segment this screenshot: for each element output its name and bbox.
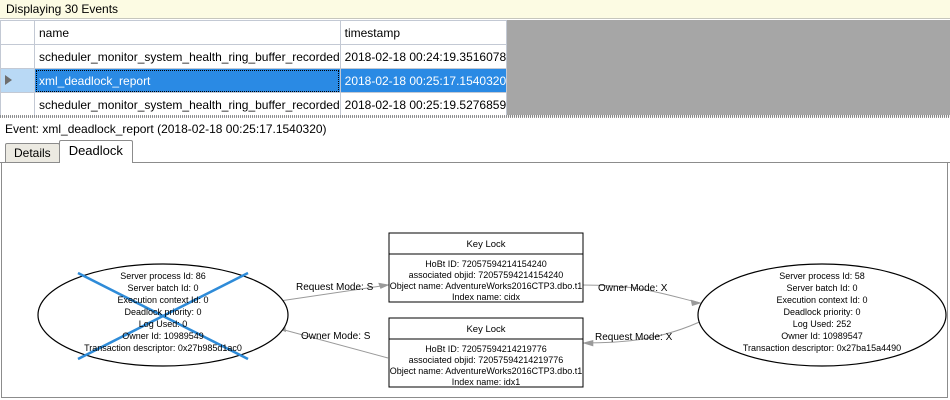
resource-node-key-lock-top[interactable]: Key Lock HoBt ID: 72057594214154240 asso… (388, 232, 584, 303)
winner-line-6: Transaction descriptor: 0x27ba15a4490 (743, 343, 901, 353)
events-count-label: Displaying 30 Events (6, 2, 119, 16)
tab-deadlock[interactable]: Deadlock (58, 140, 133, 163)
grid-header-rowselector (0, 20, 35, 45)
edge-winner-owner-top (581, 284, 702, 307)
resource-node-key-lock-bottom[interactable]: Key Lock HoBt ID: 72057594214219776 asso… (388, 317, 584, 388)
victim-line-4: Log Used: 0 (139, 319, 188, 329)
cell-timestamp[interactable]: 2018-02-18 00:25:19.5276859 (339, 92, 508, 117)
victim-line-0: Server process Id: 86 (120, 271, 206, 281)
winner-line-3: Deadlock priority: 0 (783, 307, 860, 317)
cell-name[interactable]: scheduler_monitor_system_health_ring_buf… (34, 44, 341, 69)
resource-bottom-line-1: associated objid: 72057594214219776 (409, 355, 564, 365)
cell-name[interactable]: scheduler_monitor_system_health_ring_buf… (34, 92, 341, 117)
winner-line-5: Owner Id: 10989547 (781, 331, 863, 341)
process-node-winner[interactable]: Server process Id: 58 Server batch Id: 0… (697, 263, 947, 367)
edge-label-winner-request-bottom: Request Mode: X (595, 332, 673, 343)
victim-line-2: Execution context Id: 0 (117, 295, 208, 305)
edge-winner-request-bottom (582, 318, 707, 347)
resource-bottom-line-0: HoBt ID: 72057594214219776 (425, 344, 547, 354)
table-row[interactable]: scheduler_monitor_system_health_ring_buf… (0, 44, 508, 69)
resource-top-line-1: associated objid: 72057594214154240 (409, 270, 564, 280)
process-node-victim[interactable]: Server process Id: 86 Server batch Id: 0… (37, 263, 289, 367)
winner-line-0: Server process Id: 58 (779, 271, 865, 281)
cell-name[interactable]: xml_deadlock_report (34, 68, 341, 93)
victim-line-5: Owner Id: 10989549 (122, 331, 204, 341)
grid-header-name[interactable]: name (34, 20, 341, 45)
resource-bottom-title: Key Lock (466, 324, 505, 335)
edge-label-victim-owner-bottom: Owner Mode: S (301, 331, 371, 342)
detail-tabs: Details Deadlock (0, 140, 950, 163)
resource-bottom-line-3: Index name: idx1 (452, 377, 521, 387)
events-count-banner: Displaying 30 Events (0, 0, 950, 19)
grid-header-row: name timestamp (0, 20, 508, 45)
victim-line-6: Transaction descriptor: 0x27b985d1ac0 (84, 343, 242, 353)
row-marker-arrow-icon (5, 74, 12, 85)
event-header: Event: xml_deadlock_report (2018-02-18 0… (0, 118, 950, 140)
resource-top-line-0: HoBt ID: 72057594214154240 (425, 259, 547, 269)
winner-line-2: Execution context Id: 0 (776, 295, 867, 305)
resource-top-line-2: Object name: AdventureWorks2016CTP3.dbo.… (390, 281, 582, 291)
victim-cross-line-2 (77, 271, 249, 361)
grid-header-timestamp[interactable]: timestamp (339, 20, 508, 45)
winner-line-4: Log Used: 252 (793, 319, 852, 329)
cell-timestamp[interactable]: 2018-02-18 00:25:17.1540320 (339, 68, 508, 93)
edge-label-winner-owner-top: Owner Mode: X (598, 283, 668, 294)
deadlock-graph-canvas[interactable]: Request Mode: S Owner Mode: X Owner Mode… (0, 163, 950, 400)
row-selector-cell[interactable] (0, 92, 35, 117)
edge-victim-request-top (272, 282, 390, 303)
row-selector-cell[interactable] (0, 44, 35, 69)
row-selector-cell[interactable] (0, 68, 35, 93)
deadlock-graph-frame (1, 163, 948, 398)
cell-timestamp[interactable]: 2018-02-18 00:24:19.3516078 (339, 44, 508, 69)
tab-deadlock-label: Deadlock (68, 143, 123, 158)
winner-line-1: Server batch Id: 0 (786, 283, 857, 293)
resource-top-line-3: Index name: cidx (452, 292, 521, 302)
resource-top-title: Key Lock (466, 239, 505, 250)
events-grid-area: name timestamp scheduler_monitor_system_… (0, 20, 950, 117)
table-row[interactable]: xml_deadlock_report 2018-02-18 00:25:17.… (0, 68, 508, 93)
tab-underline (0, 162, 950, 163)
tab-details-label: Details (14, 146, 51, 160)
table-row[interactable]: scheduler_monitor_system_health_ring_buf… (0, 92, 508, 117)
deadlock-graph-svg: Request Mode: S Owner Mode: X Owner Mode… (37, 232, 947, 388)
victim-line-1: Server batch Id: 0 (127, 283, 198, 293)
victim-line-3: Deadlock priority: 0 (124, 307, 201, 317)
resource-bottom-line-2: Object name: AdventureWorks2016CTP3.dbo.… (390, 366, 582, 376)
event-header-label: Event: xml_deadlock_report (2018-02-18 0… (5, 122, 327, 136)
events-grid[interactable]: name timestamp scheduler_monitor_system_… (0, 20, 508, 117)
tab-details[interactable]: Details (5, 143, 60, 163)
grid-horizontal-scrollbar[interactable] (0, 115, 950, 119)
edge-label-victim-request-top: Request Mode: S (296, 282, 374, 293)
